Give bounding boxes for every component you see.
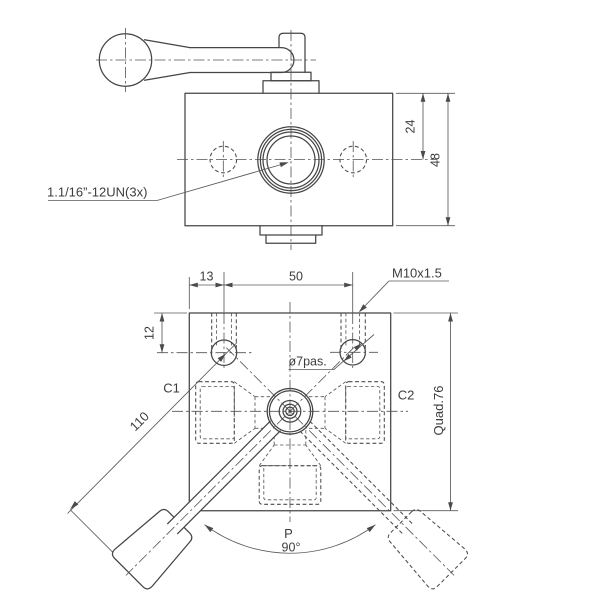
arrowhead bbox=[420, 151, 426, 160]
m10-leader bbox=[359, 280, 449, 312]
handle-cone-lines bbox=[143, 39, 191, 81]
arrowhead bbox=[343, 353, 352, 362]
dia7-leader bbox=[288, 334, 375, 370]
extension-lines bbox=[393, 312, 458, 512]
dim-text-110: 110 bbox=[127, 409, 152, 434]
port-c2-hidden bbox=[309, 381, 385, 444]
arrowhead bbox=[448, 313, 453, 322]
bottom-view: 13 50 12 M10x1.5 ø7pas. Quad.76 110 bbox=[67, 266, 469, 590]
arrowhead bbox=[224, 282, 233, 288]
arrowhead bbox=[445, 93, 451, 102]
m10-callout-text: M10x1.5 bbox=[392, 266, 442, 281]
dim-text-48: 48 bbox=[429, 153, 443, 167]
arrowhead bbox=[70, 501, 79, 510]
thread-callout-leader bbox=[48, 162, 287, 201]
thread-callout-text: 1.1/16”-12UN(3x) bbox=[47, 185, 147, 200]
arrowhead bbox=[159, 313, 165, 322]
lever-ghost-centerline bbox=[226, 347, 455, 576]
port-label-p: P bbox=[284, 526, 293, 541]
stem-circle-4 bbox=[282, 403, 298, 419]
stem-base bbox=[262, 80, 320, 94]
lever-ghost-shaft bbox=[299, 420, 413, 535]
arrowhead bbox=[344, 282, 353, 288]
extension-lines-right bbox=[396, 92, 455, 227]
hidden-line bbox=[258, 428, 322, 466]
port-label-c1: C1 bbox=[163, 381, 180, 396]
dim-text-90deg: 90° bbox=[282, 541, 301, 555]
hidden-line bbox=[309, 381, 346, 444]
hidden-line bbox=[195, 381, 235, 444]
arrowhead bbox=[420, 93, 426, 102]
stem-circle-outer bbox=[266, 387, 314, 435]
hidden-line bbox=[345, 386, 381, 440]
port-label-c2: C2 bbox=[398, 388, 415, 403]
dim-text-24: 24 bbox=[404, 120, 418, 134]
hidden-line bbox=[234, 381, 271, 444]
dim-text-12: 12 bbox=[143, 326, 157, 340]
arrowhead bbox=[215, 282, 224, 288]
stem-circle-5 bbox=[285, 406, 295, 417]
hidden-line bbox=[340, 313, 366, 352]
arrowhead bbox=[159, 344, 165, 353]
hidden-line bbox=[199, 386, 235, 440]
port-circle-3 bbox=[262, 131, 320, 189]
stem-center-dot bbox=[288, 409, 292, 413]
arrowhead bbox=[353, 343, 362, 351]
front-view: 24 48 1.1/16”-12UN(3x) bbox=[47, 28, 455, 250]
dim-text-50: 50 bbox=[289, 270, 303, 284]
handle-elbow-outline bbox=[278, 32, 306, 73]
center-stem bbox=[266, 387, 314, 435]
arrowhead bbox=[358, 304, 367, 313]
hidden-line bbox=[211, 313, 237, 352]
arrowhead bbox=[217, 353, 226, 362]
dia7-callout-text: ø7pas. bbox=[289, 355, 327, 369]
stem-circle-3 bbox=[278, 399, 302, 423]
lever-centerline bbox=[125, 347, 354, 576]
lever-ghost-position bbox=[226, 347, 469, 590]
port-c1-hidden bbox=[195, 381, 271, 444]
arrowhead bbox=[445, 217, 451, 226]
stem-circle-2 bbox=[268, 390, 312, 433]
lever-solid-position bbox=[111, 347, 354, 590]
arrowhead bbox=[279, 162, 289, 168]
swing-arc bbox=[204, 524, 376, 554]
dim-text-13: 13 bbox=[200, 270, 214, 284]
arrowhead bbox=[204, 524, 214, 533]
lever-ghost-grip bbox=[387, 508, 469, 590]
arrowhead bbox=[366, 524, 376, 533]
arrowhead bbox=[448, 502, 453, 511]
arrowhead bbox=[189, 282, 198, 288]
dim-line-110 bbox=[67, 342, 238, 514]
lever-shaft bbox=[167, 420, 281, 535]
hidden-line bbox=[345, 381, 385, 444]
dim-text-quad76: Quad.76 bbox=[431, 386, 446, 436]
